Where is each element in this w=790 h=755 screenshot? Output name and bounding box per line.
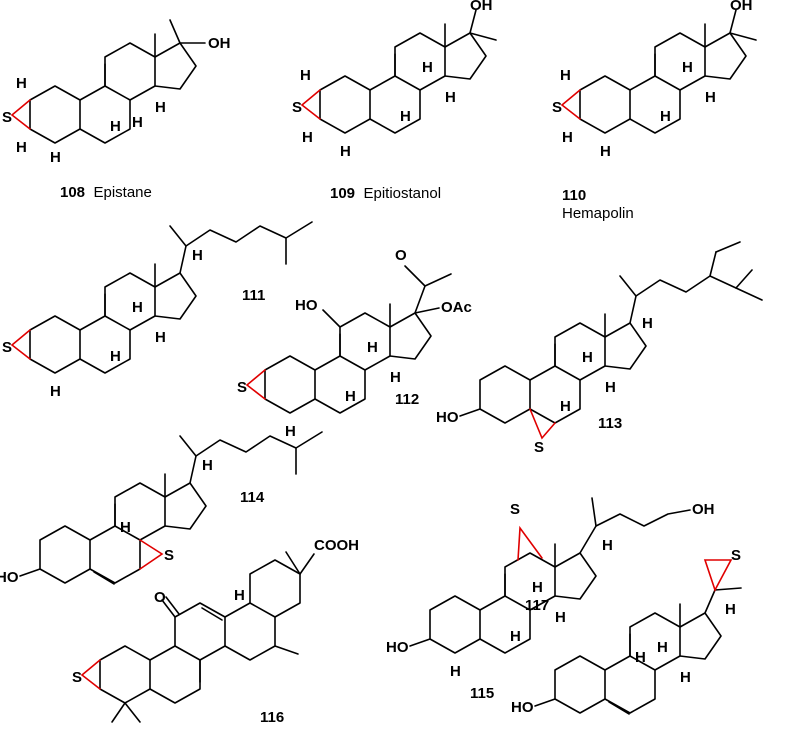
hydroxyl-group: HO — [386, 639, 409, 656]
h-atom: H — [345, 388, 356, 405]
compound-111: S H H H H H 111 — [2, 221, 313, 400]
h-atom: H — [300, 67, 311, 84]
carbonyl-oxygen: O — [395, 247, 407, 264]
compound-number: 110 — [562, 187, 586, 204]
compound-number: 114 — [240, 489, 265, 506]
h-atom: H — [510, 628, 521, 645]
h-atom: H — [705, 89, 716, 106]
compound-number: 116 — [260, 709, 284, 726]
compound-number: 111 — [242, 287, 265, 304]
compound-number: 115 — [470, 685, 494, 702]
compound-109: H H H H H H S OH 109 Epitiostanol — [292, 0, 497, 202]
compound-number: 112 — [395, 391, 419, 408]
hydroxyl-group: HO — [436, 409, 459, 426]
h-atom: H — [605, 379, 616, 396]
h-atom: H — [120, 519, 131, 536]
sulfur-atom: S — [292, 99, 302, 116]
h-atom: H — [390, 369, 401, 386]
hydroxyl-group: HO — [0, 569, 19, 586]
compound-name: Hemapolin — [562, 205, 634, 222]
h-atom: H — [155, 329, 166, 346]
h-atom: H — [422, 59, 433, 76]
h-atom: H — [445, 89, 456, 106]
h-atom: H — [602, 537, 613, 554]
sulfur-atom: S — [237, 379, 247, 396]
compound-label: 109 Epitiostanol — [330, 185, 441, 202]
h-atom: H — [16, 75, 27, 92]
h-atom: H — [132, 299, 143, 316]
sulfur-atom: S — [2, 109, 12, 126]
compound-116: S O COOH H 116 — [72, 537, 359, 726]
h-atom: H — [657, 639, 668, 656]
h-atom: H — [635, 649, 646, 666]
h-atom: H — [642, 315, 653, 332]
h-atom: H — [400, 108, 411, 125]
h-atom: H — [582, 349, 593, 366]
compound-110: H H H H H H S OH 110 Hemapolin — [552, 0, 757, 222]
h-atom: H — [660, 108, 671, 125]
h-atom: H — [285, 423, 296, 440]
hydroxyl-group: HO — [511, 699, 534, 716]
h-atom: H — [680, 669, 691, 686]
h-atom: H — [16, 139, 27, 156]
carbonyl-oxygen: O — [154, 589, 166, 606]
hydroxyl-group: OH — [208, 35, 231, 52]
hydroxyl-group: OH — [470, 0, 493, 14]
sulfur-atom: S — [731, 547, 741, 564]
h-atom: H — [50, 149, 61, 166]
h-atom: H — [367, 339, 378, 356]
sulfur-atom: S — [164, 547, 174, 564]
h-atom: H — [132, 114, 143, 131]
h-atom: H — [155, 99, 166, 116]
h-atom: H — [555, 609, 566, 626]
compound-114: S HO H H 114 — [0, 431, 323, 586]
h-atom: H — [560, 67, 571, 84]
compound-label: 108 Epistane — [60, 184, 152, 201]
h-atom: H — [110, 348, 121, 365]
h-atom: H — [234, 587, 245, 604]
sulfur-atom: S — [2, 339, 12, 356]
compound-number: 117 — [525, 597, 549, 614]
compound-115: S HO OH H H H H H 115 — [386, 497, 715, 702]
compound-113: S HO H H H H 113 — [436, 241, 763, 456]
sulfur-atom: S — [534, 439, 544, 456]
h-atom: H — [302, 129, 313, 146]
compound-108: H H H H H H S OH 108 Epistane — [2, 19, 231, 201]
h-atom: H — [560, 398, 571, 415]
sulfur-atom: S — [510, 501, 520, 518]
h-atom: H — [450, 663, 461, 680]
h-atom: H — [110, 118, 121, 135]
hydroxyl-group: OH — [730, 0, 753, 14]
h-atom: H — [50, 383, 61, 400]
compound-117: S HO H H H H 117 — [511, 547, 742, 716]
h-atom: H — [192, 247, 203, 264]
sulfur-atom: S — [552, 99, 562, 116]
compound-112: S HO O OAc H H H H 112 — [237, 247, 472, 440]
acetoxy-group: OAc — [441, 299, 472, 316]
h-atom: H — [340, 143, 351, 160]
h-atom: H — [600, 143, 611, 160]
sulfur-atom: S — [72, 669, 82, 686]
hydroxyl-group: OH — [692, 501, 715, 518]
compound-number: 113 — [598, 415, 622, 432]
carboxyl-group: COOH — [314, 537, 359, 554]
h-atom: H — [725, 601, 736, 618]
h-atom: H — [682, 59, 693, 76]
hydroxyl-group: HO — [295, 297, 318, 314]
h-atom: H — [202, 457, 213, 474]
h-atom: H — [532, 579, 543, 596]
h-atom: H — [562, 129, 573, 146]
